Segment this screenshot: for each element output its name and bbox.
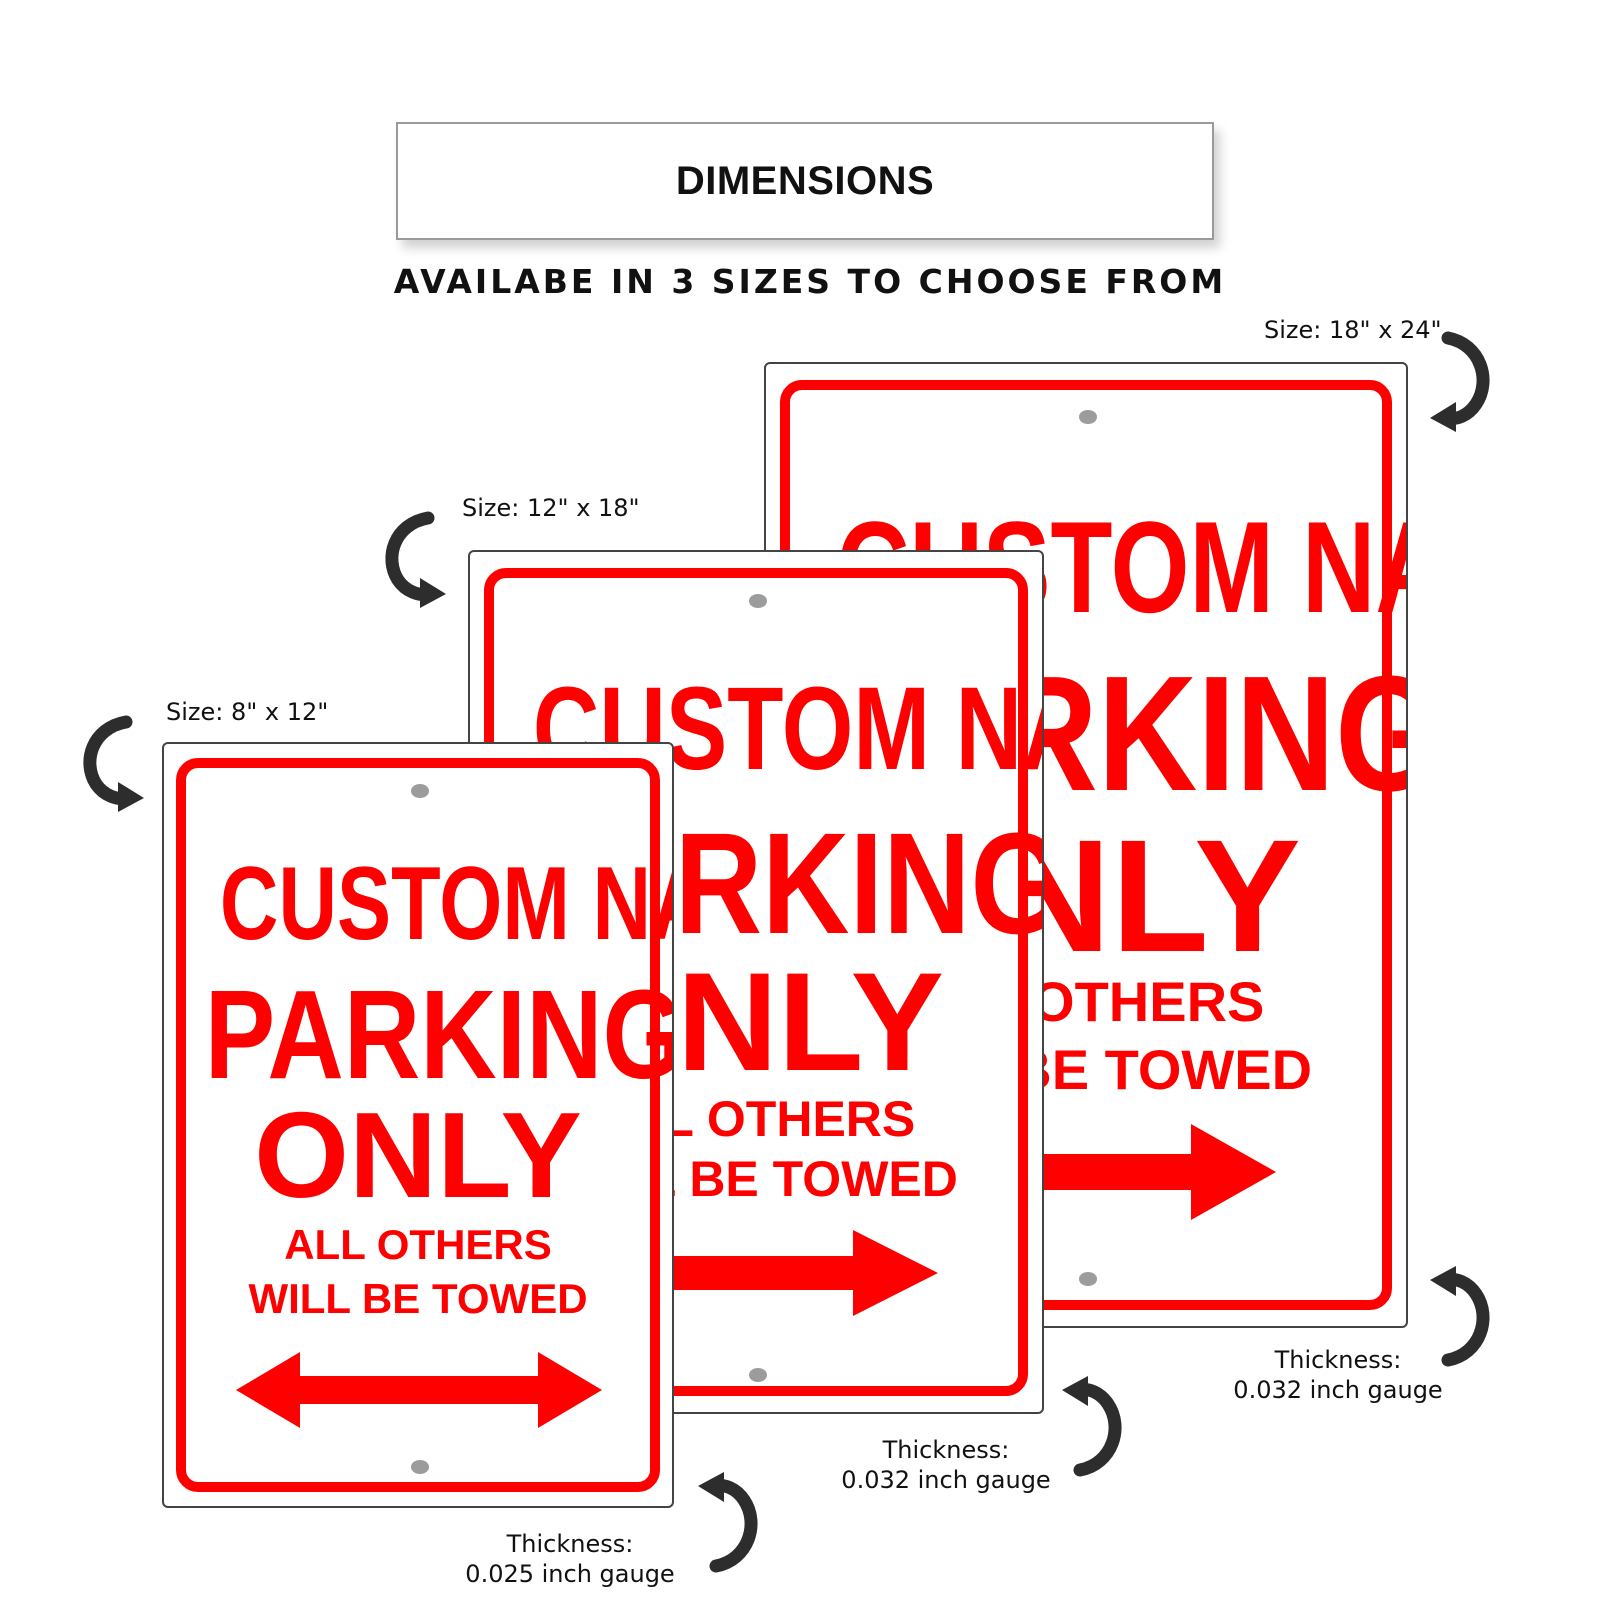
curved-arrow-icon xyxy=(698,1472,758,1573)
mounting-hole-top xyxy=(749,594,767,608)
sign-line-will-be-towed: WILL BE TOWED xyxy=(248,1275,588,1322)
mounting-hole-bottom xyxy=(411,1460,429,1474)
thickness-label-medium: Thickness: xyxy=(882,1436,1010,1464)
gauge-label-medium: 0.032 inch gauge xyxy=(841,1466,1051,1494)
right-arrow-icon xyxy=(608,1230,938,1316)
sign-line-all-others: ALL OTHERS xyxy=(284,1221,552,1268)
mounting-hole-top xyxy=(411,784,429,798)
subtitle: AVAILABE IN 3 SIZES TO CHOOSE FROM xyxy=(393,262,1227,301)
curved-arrow-icon xyxy=(385,511,446,608)
mounting-hole-bottom xyxy=(749,1368,767,1382)
size-label-large: Size: 18" x 24" xyxy=(1264,316,1442,344)
gauge-label-small: 0.025 inch gauge xyxy=(465,1560,675,1588)
sign-line-only: ONLY xyxy=(254,1087,582,1223)
mounting-hole-top xyxy=(1079,410,1097,424)
sign-line-custom-name: CUSTOM NAME xyxy=(219,846,672,962)
thickness-label-small: Thickness: xyxy=(506,1530,634,1558)
mounting-hole-bottom xyxy=(1079,1272,1097,1286)
gauge-label-large: 0.032 inch gauge xyxy=(1233,1376,1443,1404)
curved-arrow-icon xyxy=(1062,1376,1122,1477)
size-label-medium: Size: 12" x 18" xyxy=(462,494,640,522)
sign-line-parking: PARKING xyxy=(204,964,674,1105)
page-title: DIMENSIONS xyxy=(675,158,935,203)
sign-small: CUSTOM NAME PARKING ONLY ALL OTHERS WILL… xyxy=(162,742,674,1508)
curved-arrow-icon xyxy=(1430,1266,1490,1367)
thickness-label-large: Thickness: xyxy=(1274,1346,1402,1374)
size-label-small: Size: 8" x 12" xyxy=(166,698,329,726)
curved-arrow-icon xyxy=(1430,331,1490,432)
header-box: DIMENSIONS xyxy=(396,122,1214,240)
double-arrow-icon xyxy=(236,1352,602,1428)
right-arrow-icon xyxy=(926,1124,1276,1220)
curved-arrow-icon xyxy=(83,715,144,812)
